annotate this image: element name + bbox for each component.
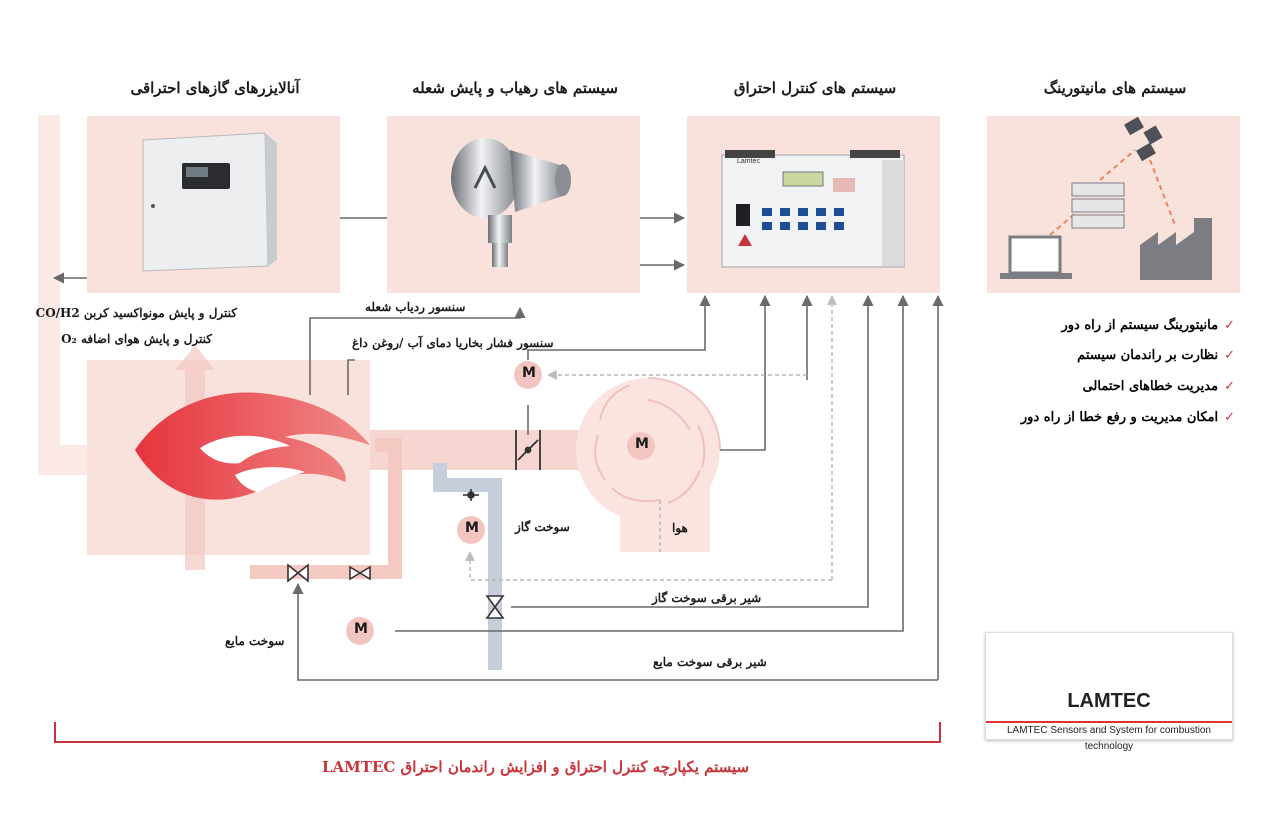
label-co-h2: کنترل و پایش مونواکسید کربن CO/H2 — [35, 306, 237, 320]
motor-gas[interactable] — [457, 516, 485, 544]
flame-system-panel — [387, 116, 640, 293]
air-damper[interactable] — [515, 430, 541, 470]
checklist-item-3: ✓مدیریت خطاهای احتمالی — [1082, 379, 1235, 394]
label-o2: کنترل و پایش هوای اضافه O₂ — [61, 332, 212, 346]
signal-lines — [52, 212, 944, 681]
gas-damper[interactable] — [463, 489, 479, 501]
label-flame-sensor: سنسور ردیاب شعله — [365, 300, 466, 314]
monitoring-illustration — [1000, 116, 1212, 280]
label-liquid-valve: شیر برقی سوخت مایع — [653, 655, 767, 669]
label-gas-valve: شیر برقی سوخت گاز — [652, 591, 762, 605]
satellite-icon — [1124, 116, 1163, 162]
motor-air-damper[interactable] — [514, 361, 542, 389]
controller-brand: Lamtec — [737, 158, 760, 165]
motor-label-fan: M — [635, 436, 649, 452]
label-pressure-sensor: سنسور فشار بخاریا دمای آب /روغن داغ — [352, 336, 554, 350]
checklist-item-1: ✓مانیتورینگ سیستم از راه دور — [1061, 318, 1236, 333]
motor-label-gas: M — [465, 520, 479, 536]
header-control-systems: سیستم های کنترل احتراق — [733, 79, 897, 97]
label-liquid-fuel: سوخت مایع — [225, 634, 285, 648]
motor-liquid[interactable] — [346, 617, 374, 645]
flame-graphic — [135, 392, 370, 500]
logo-tagline: LAMTEC Sensors and System for combustion… — [986, 721, 1232, 752]
label-gas-fuel: سوخت گاز — [515, 520, 570, 534]
liquid-secondary-valve[interactable] — [349, 565, 371, 581]
factory-icon — [1140, 218, 1212, 280]
server-icon — [1071, 182, 1125, 229]
lamtec-logo: LAMTEC LAMTEC Sensors and System for com… — [985, 632, 1233, 752]
laptop-icon — [1000, 235, 1072, 279]
flame-sensor-device — [451, 138, 571, 267]
liquid-fuel-pipe — [250, 438, 402, 579]
gas-fuel-pipe — [433, 463, 502, 670]
gas-valve[interactable] — [485, 595, 505, 619]
label-air: هوا — [672, 521, 688, 535]
analyzer-cabinet — [142, 132, 277, 272]
header-gas-analyzers: آنالایزرهای گازهای احتراقی — [130, 79, 300, 97]
liquid-main-valve[interactable] — [287, 563, 309, 583]
checklist-item-4: ✓امکان مدیریت و رفع خطا از راه دور — [1020, 410, 1235, 425]
motor-fan[interactable] — [627, 432, 655, 460]
logo-name: LAMTEC — [1067, 690, 1151, 712]
motor-label-liquid: M — [354, 621, 368, 637]
controller-device — [721, 150, 905, 268]
header-flame-systems: سیستم های رهیاب و پایش شعله — [412, 79, 618, 97]
air-duct — [370, 430, 610, 470]
footer-caption: سیستم یکپارچه کنترل احتراق و افزایش راند… — [322, 758, 750, 776]
system-bracket — [54, 722, 941, 743]
dashed-signal-lines — [465, 295, 837, 581]
checklist-item-2: ✓نظارت بر راندمان سیستم — [1077, 348, 1235, 363]
fan-housing — [576, 377, 721, 552]
motor-label-air-damper: M — [522, 365, 536, 381]
header-monitoring-systems: سیستم های مانیتورینگ — [1043, 79, 1187, 97]
